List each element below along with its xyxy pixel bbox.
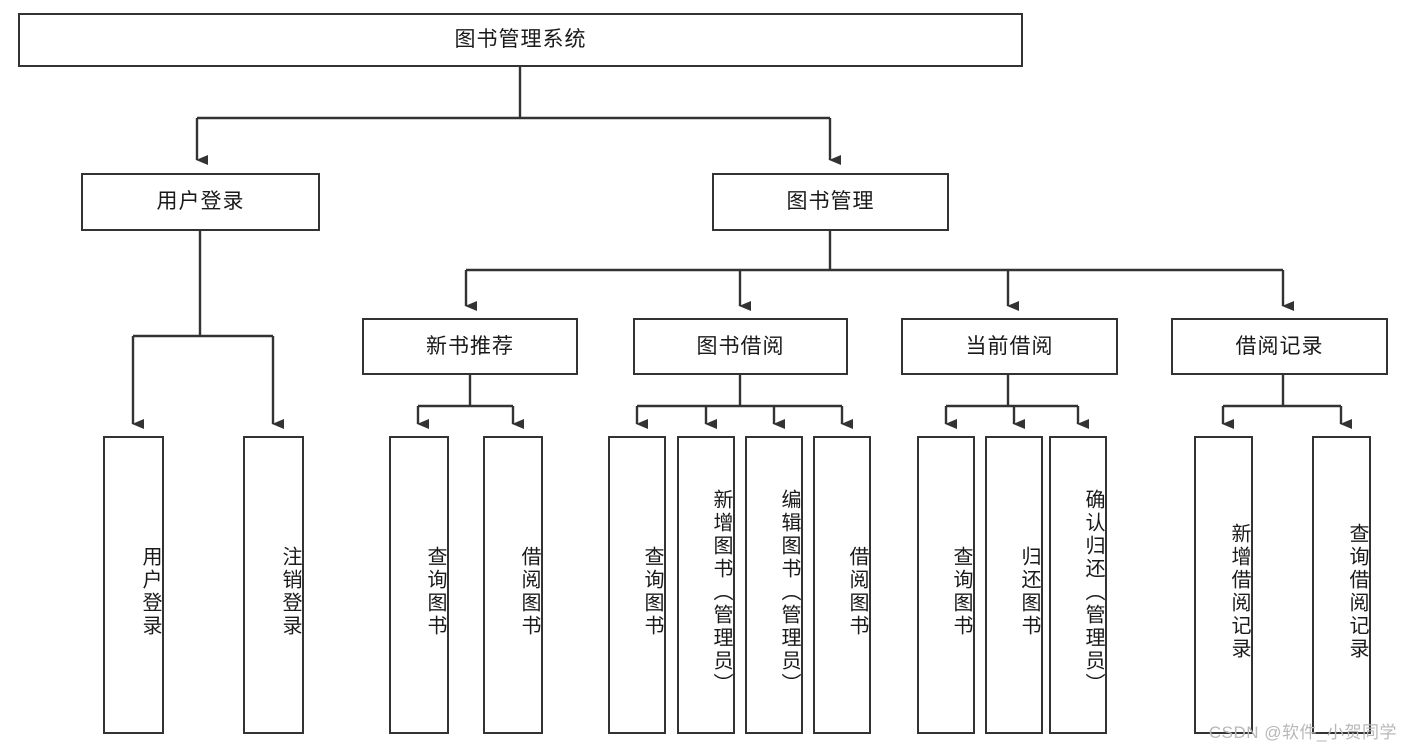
node-borrow-record-label: 借阅记录 xyxy=(1235,334,1324,358)
node-leaf-borrow-book-1[interactable]: 借阅图书 xyxy=(483,436,543,734)
node-leaf-borrow-book-2-label: 借阅图书 xyxy=(846,546,868,638)
node-book-manage-label: 图书管理 xyxy=(786,190,875,214)
node-leaf-user-login-label: 用户登录 xyxy=(139,546,161,638)
node-root-label: 图书管理系统 xyxy=(454,28,587,52)
node-new-book-rec-label: 新书推荐 xyxy=(426,334,514,358)
node-leaf-query-book-2[interactable]: 查询图书 xyxy=(608,436,666,734)
node-leaf-logout-login[interactable]: 注销登录 xyxy=(243,436,304,734)
node-leaf-return-book[interactable]: 归还图书 xyxy=(985,436,1043,734)
node-leaf-query-record-label: 查询借阅记录 xyxy=(1346,523,1368,661)
node-leaf-add-record-label: 新增借阅记录 xyxy=(1228,523,1250,661)
node-user-login-label: 用户登录 xyxy=(156,190,245,214)
node-leaf-borrow-book-1-label: 借阅图书 xyxy=(518,546,540,638)
node-leaf-query-book-3-label: 查询图书 xyxy=(950,546,972,638)
node-current-borrow[interactable]: 当前借阅 xyxy=(901,318,1118,375)
node-leaf-query-book-1-label: 查询图书 xyxy=(424,546,446,638)
node-leaf-edit-book[interactable]: 编辑图书（管理员） xyxy=(745,436,803,734)
node-leaf-confirm-return-label: 确认归还（管理员） xyxy=(1082,488,1104,696)
node-leaf-confirm-return[interactable]: 确认归还（管理员） xyxy=(1049,436,1107,734)
node-leaf-query-book-1[interactable]: 查询图书 xyxy=(389,436,449,734)
node-leaf-query-book-2-label: 查询图书 xyxy=(641,546,663,638)
node-book-borrow[interactable]: 图书借阅 xyxy=(633,318,848,375)
node-leaf-return-book-label: 归还图书 xyxy=(1018,546,1040,638)
node-leaf-query-record[interactable]: 查询借阅记录 xyxy=(1312,436,1371,734)
node-leaf-borrow-book-2[interactable]: 借阅图书 xyxy=(813,436,871,734)
node-new-book-rec[interactable]: 新书推荐 xyxy=(362,318,578,375)
watermark: CSDN @软件_小贺同学 xyxy=(1208,723,1397,742)
node-root[interactable]: 图书管理系统 xyxy=(18,13,1023,67)
node-current-borrow-label: 当前借阅 xyxy=(965,334,1054,358)
node-leaf-add-book-label: 新增图书（管理员） xyxy=(710,488,732,696)
node-leaf-logout-login-label: 注销登录 xyxy=(279,546,301,638)
node-leaf-edit-book-label: 编辑图书（管理员） xyxy=(778,488,800,696)
node-leaf-user-login[interactable]: 用户登录 xyxy=(103,436,164,734)
node-borrow-record[interactable]: 借阅记录 xyxy=(1171,318,1388,375)
node-book-borrow-label: 图书借阅 xyxy=(696,334,785,358)
node-leaf-query-book-3[interactable]: 查询图书 xyxy=(917,436,975,734)
node-user-login[interactable]: 用户登录 xyxy=(81,173,320,231)
node-book-manage[interactable]: 图书管理 xyxy=(712,173,949,231)
node-leaf-add-book[interactable]: 新增图书（管理员） xyxy=(677,436,735,734)
node-leaf-add-record[interactable]: 新增借阅记录 xyxy=(1194,436,1253,734)
